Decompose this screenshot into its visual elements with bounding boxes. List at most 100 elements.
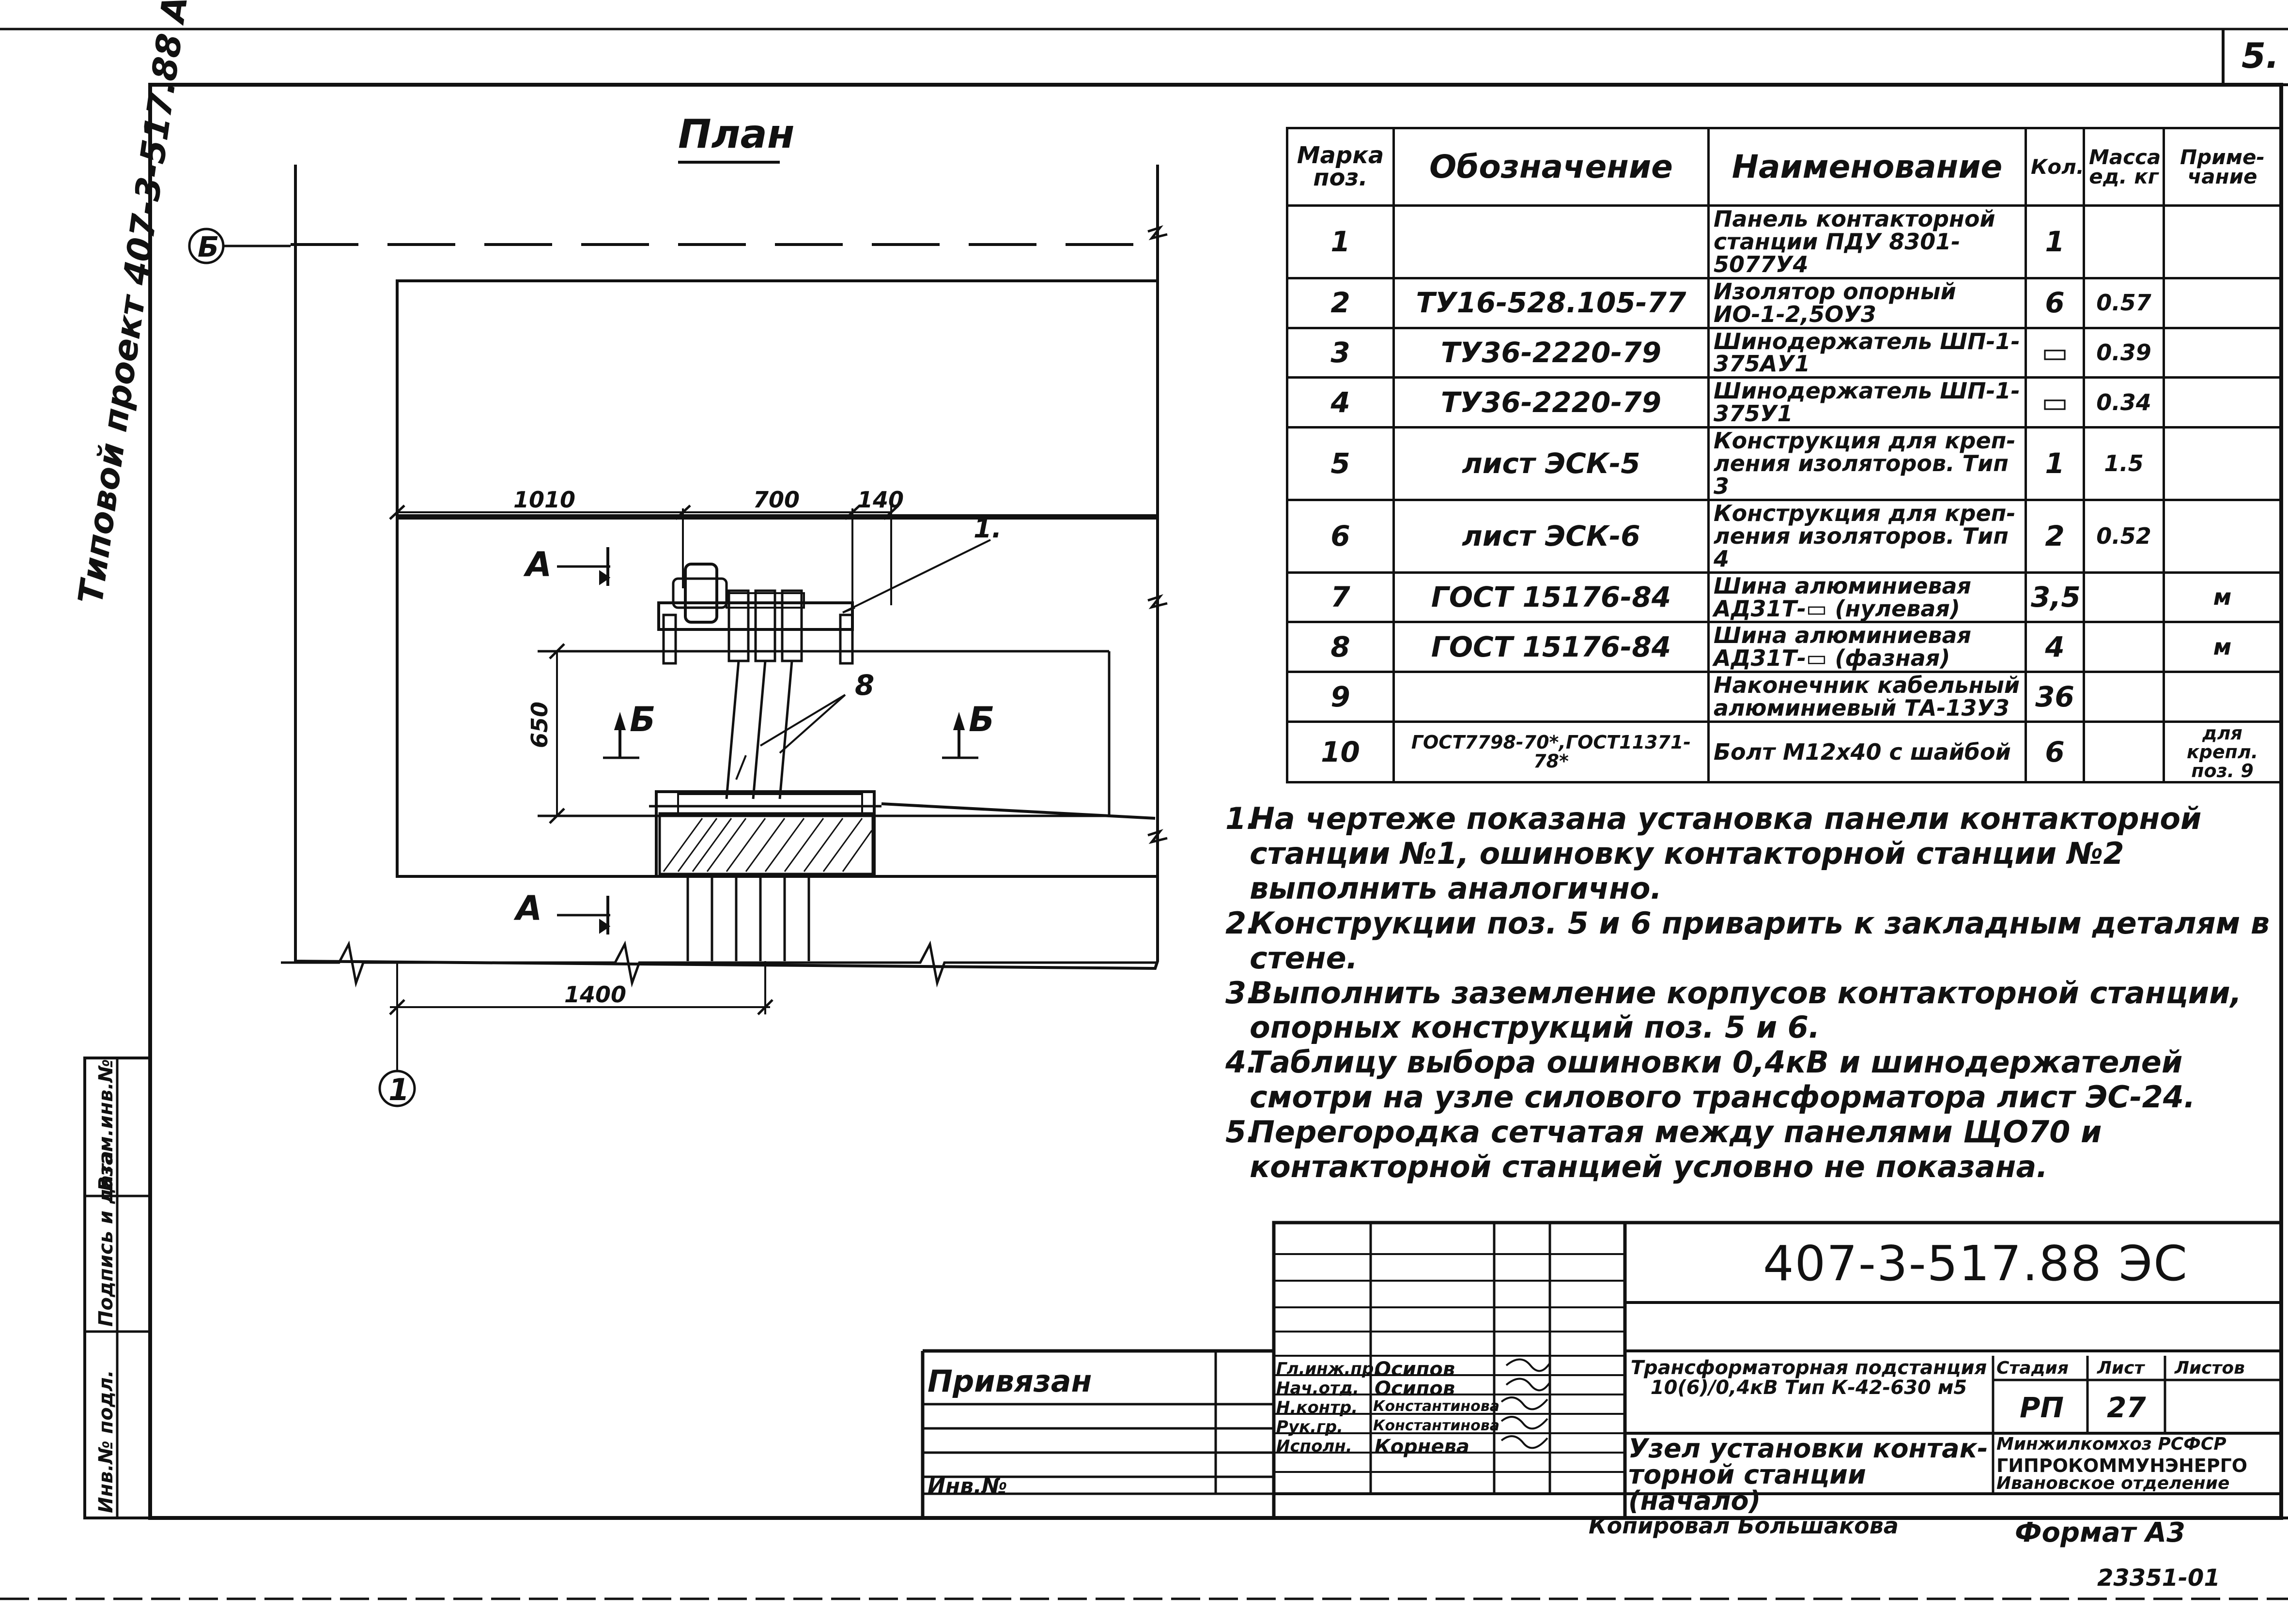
object-name: Трансформаторная подстанция 10(6)/0,4кВ …	[1630, 1357, 1987, 1399]
left-strip-replace-label: Взам.инв.№	[95, 1059, 117, 1191]
note-text: Перегородка сетчатая между панелями ЩО70…	[1250, 1114, 2102, 1185]
cell-name: Конструкция для креп- ления изоляторов. …	[1707, 426, 2027, 501]
cell-qty: ▭	[2025, 376, 2085, 429]
section-b-right-label: Б	[969, 700, 994, 739]
note-item: 2.Конструкции поз. 5 и 6 приварить к зак…	[1225, 905, 2272, 976]
cell-note: м	[2163, 571, 2282, 624]
axis-1-label: 1	[388, 1072, 409, 1107]
left-strip-inv-label: Инв.№ подл.	[95, 1370, 117, 1513]
signatures	[1500, 1358, 1551, 1449]
cell-name: Шина алюминиевая АД31Т-▭ (нулевая)	[1707, 571, 2027, 624]
staff-name: Константинова	[1373, 1417, 1500, 1434]
drawing-frame	[148, 83, 2283, 1520]
cell-name: Шина алюминиевая АД31Т-▭ (фазная)	[1707, 621, 2027, 674]
cell-designation: ГОСТ7798-70*,ГОСТ11371-78*	[1392, 720, 1710, 784]
dim-140: 140	[857, 487, 904, 513]
specification-table: Марка поз. Обозначение Наименование Кол.…	[1286, 127, 2282, 784]
table-row: 1 Панель контакторной станции ПДУ 8301-5…	[1286, 204, 2282, 279]
org-branch: Ивановское отделение	[1996, 1473, 2230, 1493]
cell-qty: 1	[2025, 426, 2085, 501]
cell-qty: 2	[2025, 498, 2085, 574]
cell-name: Шинодержатель ШП-1-375У1	[1707, 376, 2027, 429]
note-text: Выполнить заземление корпусов контакторн…	[1250, 975, 2242, 1045]
cell-pos: 4	[1286, 376, 1395, 429]
cell-mass: 0.52	[2083, 498, 2165, 574]
cell-mass: 0.57	[2083, 276, 2165, 329]
staff-role: Исполн.	[1276, 1437, 1352, 1456]
note-text: Конструкции поз. 5 и 6 приварить к закла…	[1250, 905, 2270, 976]
side-project-text: Типовой проект 407-3-517.88 Альбом 1	[71, 0, 217, 606]
note-number: 1.	[1225, 801, 1258, 836]
cell-pos: 7	[1286, 571, 1395, 624]
col-header-mass: Масса ед. кг	[2083, 127, 2165, 207]
section-a-top-label: А	[523, 545, 552, 584]
cell-qty: 6	[2025, 720, 2085, 784]
sheets-label: Листов	[2175, 1358, 2245, 1378]
staff-name: Осипов	[1375, 1378, 1455, 1400]
cell-designation: лист ЭСК-5	[1392, 426, 1710, 501]
wall-outline	[294, 165, 1159, 970]
cell-qty: 1	[2025, 204, 2085, 279]
col-header-designation: Обозначение	[1392, 127, 1710, 207]
table-row: 5 лист ЭСК-5 Конструкция для креп- ления…	[1286, 426, 2282, 501]
table-row: 4 ТУ36-2220-79 Шинодержатель ШП-1-375У1 …	[1286, 376, 2282, 429]
privyazan-label: Привязан	[928, 1364, 1092, 1399]
cell-note: для крепл. поз. 9	[2163, 720, 2282, 784]
note-text: Таблицу выбора ошиновки 0,4кВ и шинодерж…	[1250, 1044, 2195, 1115]
cell-name: Шинодержатель ШП-1-375АУ1	[1707, 326, 2027, 379]
plan-title: План	[678, 111, 795, 157]
axis-1-bubble	[378, 1070, 416, 1107]
note-item: 4.Таблицу выбора ошиновки 0,4кВ и шиноде…	[1225, 1045, 2272, 1115]
cell-pos: 5	[1286, 426, 1395, 501]
cell-note	[2163, 276, 2282, 329]
org-institute: ГИПРОКОММУНЭНЕРГО	[1996, 1455, 2248, 1476]
staff-role: Гл.инж.пр.	[1276, 1359, 1380, 1379]
staff-role: Н.контр.	[1276, 1398, 1358, 1417]
cell-designation: ТУ36-2220-79	[1392, 326, 1710, 379]
staff-role: Рук.гр.	[1276, 1417, 1344, 1437]
sheet-label: Лист	[2097, 1358, 2145, 1378]
table-row: 3 ТУ36-2220-79 Шинодержатель ШП-1-375АУ1…	[1286, 326, 2282, 379]
table-row: 10 ГОСТ7798-70*,ГОСТ11371-78* Болт М12х4…	[1286, 720, 2282, 784]
cell-designation	[1392, 204, 1710, 279]
note-text: На чертеже показана установка панели кон…	[1250, 801, 2202, 906]
cell-note	[2163, 671, 2282, 723]
cell-qty: 4	[2025, 621, 2085, 674]
cell-designation	[1392, 671, 1710, 723]
col-header-note: Приме- чание	[2163, 127, 2282, 207]
cell-name: Конструкция для креп- ления изоляторов. …	[1707, 498, 2027, 574]
cell-pos: 8	[1286, 621, 1395, 674]
cell-mass	[2083, 720, 2165, 784]
table-row: 7 ГОСТ 15176-84 Шина алюминиевая АД31Т-▭…	[1286, 571, 2282, 624]
sheet-value: 27	[2107, 1391, 2146, 1424]
table-row: 8 ГОСТ 15176-84 Шина алюминиевая АД31Т-▭…	[1286, 621, 2282, 674]
sheet-name: Узел установки контак- торной станции (н…	[1628, 1433, 1988, 1516]
section-a-bottom-label: А	[513, 889, 542, 928]
cell-pos: 3	[1286, 326, 1395, 379]
cell-pos: 1	[1286, 204, 1395, 279]
cell-name: Болт М12х40 с шайбой	[1707, 720, 2027, 784]
col-header-qty: Кол.	[2025, 127, 2085, 207]
notes-list: 1.На чертеже показана установка панели к…	[1225, 801, 2272, 1184]
note-item: 1.На чертеже показана установка панели к…	[1225, 801, 2272, 906]
inv-no-label: Инв.№	[928, 1474, 1007, 1499]
cell-mass: 0.34	[2083, 376, 2165, 429]
cell-mass	[2083, 621, 2165, 674]
sheet-format: Формат А3	[2015, 1517, 2185, 1548]
cell-designation: ГОСТ 15176-84	[1392, 571, 1710, 624]
archive-stamp: 23351-01	[2097, 1564, 2220, 1592]
note-item: 3.Выполнить заземление корпусов контакто…	[1225, 975, 2272, 1045]
table-row: 6 лист ЭСК-6 Конструкция для креп- ления…	[1286, 498, 2282, 574]
col-header-pos: Марка поз.	[1286, 127, 1395, 207]
cell-mass	[2083, 204, 2165, 279]
cell-note	[2163, 498, 2282, 574]
dim-650: 650	[526, 702, 553, 748]
left-strip-sign-label: Подпись и дата	[95, 1151, 117, 1327]
cell-note	[2163, 204, 2282, 279]
section-b-left-label: Б	[630, 700, 655, 739]
cell-note	[2163, 426, 2282, 501]
cell-designation: ГОСТ 15176-84	[1392, 621, 1710, 674]
staff-name: Константинова	[1373, 1398, 1500, 1415]
cell-qty: 6	[2025, 276, 2085, 329]
